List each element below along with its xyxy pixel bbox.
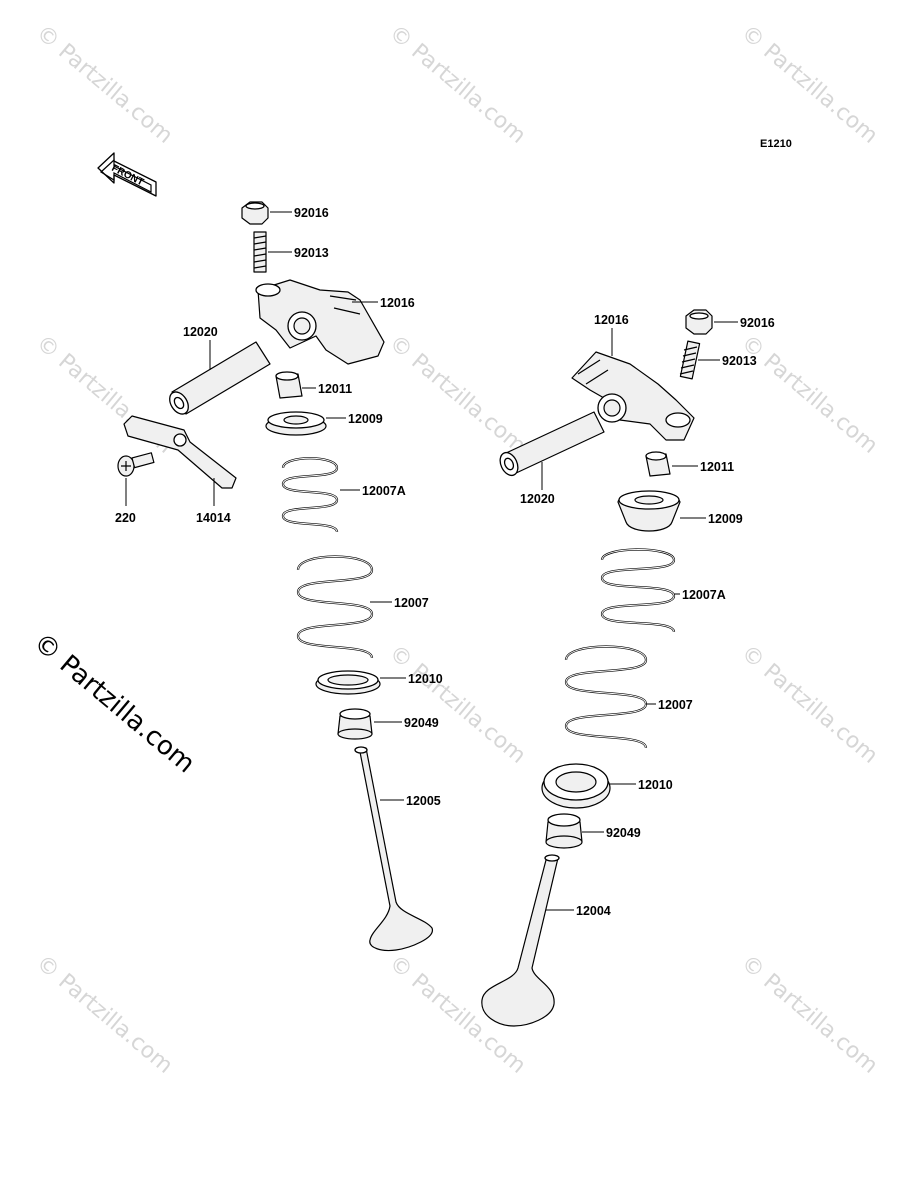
- watermark: © Partzilla.com: [384, 20, 530, 148]
- outer-spring-icon: [296, 555, 374, 659]
- outer-spring-icon: [564, 645, 648, 749]
- watermark: © Partzilla.com: [384, 330, 530, 458]
- part-label-12004: 12004: [576, 904, 611, 918]
- left-valve-assembly: 92016 92013 12016 12020 12011 12009 1200…: [115, 201, 443, 952]
- part-label-12020: 12020: [520, 492, 555, 506]
- front-arrow-icon: FRONT: [97, 152, 157, 197]
- part-label-220: 220: [115, 511, 136, 525]
- screw-icon: [117, 452, 155, 477]
- part-label-92049: 92049: [404, 716, 439, 730]
- watermark: © Partzilla.com: [384, 640, 530, 768]
- part-label-12010: 12010: [408, 672, 443, 686]
- part-label-14014: 14014: [196, 511, 231, 525]
- diagram-code: E1210: [760, 138, 792, 150]
- nut-icon: [241, 201, 269, 225]
- rocker-arm-icon: [571, 351, 695, 441]
- watermark-large: © Partzilla.com: [28, 627, 201, 779]
- part-label-12016: 12016: [380, 296, 415, 310]
- inner-spring-icon: [281, 457, 339, 533]
- part-label-12011: 12011: [700, 460, 734, 474]
- watermark: © Partzilla.com: [31, 950, 177, 1078]
- valve-cotter-icon: [645, 451, 671, 477]
- part-label-12007: 12007: [658, 698, 693, 712]
- spring-seat-icon: [315, 670, 381, 695]
- rocker-shaft-icon: [499, 411, 605, 477]
- oil-seal-icon: [337, 708, 373, 740]
- part-label-92013: 92013: [294, 246, 329, 260]
- part-label-12009: 12009: [348, 412, 383, 426]
- part-label-92016: 92016: [294, 206, 329, 220]
- nut-icon: [685, 309, 713, 335]
- part-label-12007: 12007: [394, 596, 429, 610]
- part-label-12009: 12009: [708, 512, 743, 526]
- bracket-plate-icon: [123, 415, 237, 489]
- watermark: © Partzilla.com: [736, 640, 882, 768]
- watermark: © Partzilla.com: [736, 950, 882, 1078]
- part-label-92013: 92013: [722, 354, 757, 368]
- exhaust-valve-icon: [354, 746, 433, 952]
- valve-cotter-icon: [275, 371, 303, 399]
- watermark: © Partzilla.com: [736, 330, 882, 458]
- adjusting-screw-icon: [253, 231, 267, 273]
- right-valve-assembly: 12016 92016 92013 12011 12020 12009 1200…: [481, 309, 775, 1027]
- spring-retainer-icon: [617, 490, 681, 532]
- watermark: © Partzilla.com: [736, 20, 882, 148]
- adjusting-screw-icon: [679, 340, 701, 380]
- part-label-12011: 12011: [318, 382, 352, 396]
- watermark: © Partzilla.com: [31, 20, 177, 148]
- part-label-12010: 12010: [638, 778, 673, 792]
- spring-seat-icon: [541, 763, 611, 809]
- intake-valve-icon: [481, 854, 560, 1027]
- watermark-layer: © Partzilla.com © Partzilla.com © Partzi…: [28, 20, 883, 1078]
- rocker-shaft-icon: [169, 341, 271, 415]
- oil-seal-icon: [545, 813, 583, 849]
- part-label-12020: 12020: [183, 325, 218, 339]
- part-label-12007A: 12007A: [362, 484, 406, 498]
- part-label-12016: 12016: [594, 313, 629, 327]
- part-label-12005: 12005: [406, 794, 441, 808]
- rocker-arm-icon: [255, 279, 385, 365]
- part-label-12007A: 12007A: [682, 588, 726, 602]
- part-label-92049: 92049: [606, 826, 641, 840]
- part-label-92016: 92016: [740, 316, 775, 330]
- spring-retainer-icon: [265, 411, 327, 436]
- inner-spring-icon: [600, 548, 676, 633]
